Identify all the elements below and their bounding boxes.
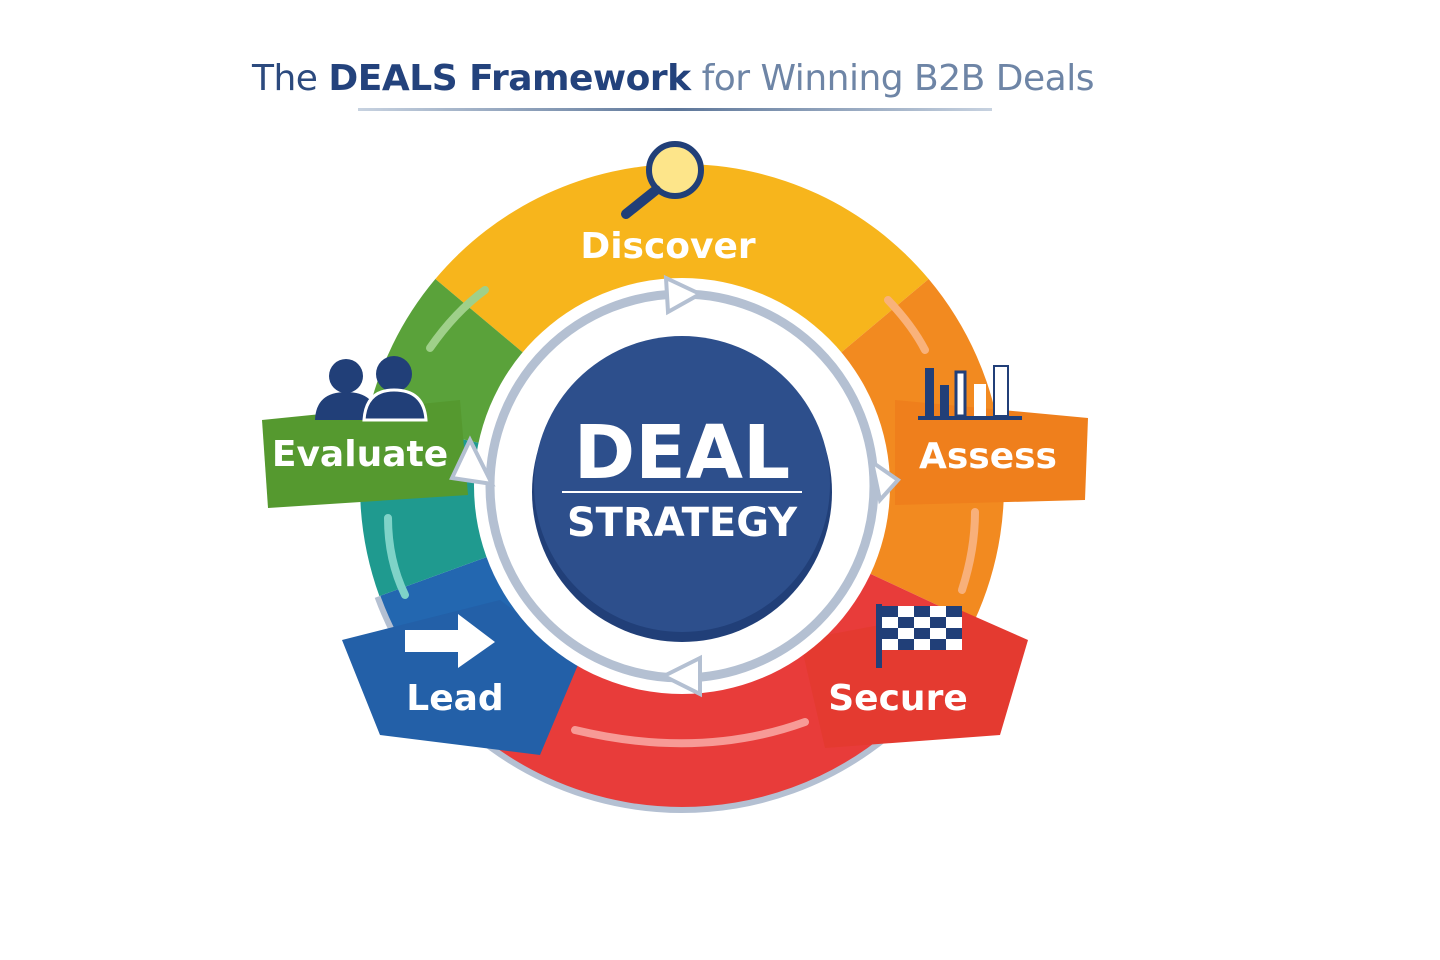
ring-arrow-left xyxy=(449,435,496,487)
secure-tab xyxy=(800,610,1028,748)
center-title: DEAL xyxy=(574,410,790,496)
center-circle xyxy=(534,336,830,632)
title-subtitle: for Winning B2B Deals xyxy=(701,58,1095,99)
title-emphasis: DEALS Framework xyxy=(328,58,691,99)
segment-discover xyxy=(435,163,929,358)
stage-label-assess: Assess xyxy=(919,436,1057,477)
flow-arrows xyxy=(384,286,979,748)
bar-chart-icon xyxy=(918,365,1022,420)
ring-arrow-right xyxy=(869,457,902,505)
lead-tab xyxy=(342,600,580,755)
magnifier-icon xyxy=(621,141,704,219)
title-underline xyxy=(358,108,992,111)
checkered-flag-icon xyxy=(876,604,962,668)
stage-label-lead: Lead xyxy=(406,678,503,719)
arrow-right-icon xyxy=(405,614,495,668)
ring-arrow-bottom xyxy=(659,654,702,698)
diagram-title: The DEALS Framework for Winning B2B Deal… xyxy=(0,58,1346,99)
people-icon xyxy=(315,356,428,422)
stage-label-evaluate: Evaluate xyxy=(272,434,448,475)
center-subtitle: STRATEGY xyxy=(567,500,798,546)
stage-label-secure: Secure xyxy=(828,678,967,719)
evaluate-tab xyxy=(262,400,468,508)
ring-arrow-top xyxy=(663,274,705,316)
title-part: The xyxy=(252,58,318,99)
assess-tab xyxy=(895,400,1088,505)
stage-label-discover: Discover xyxy=(580,226,756,267)
